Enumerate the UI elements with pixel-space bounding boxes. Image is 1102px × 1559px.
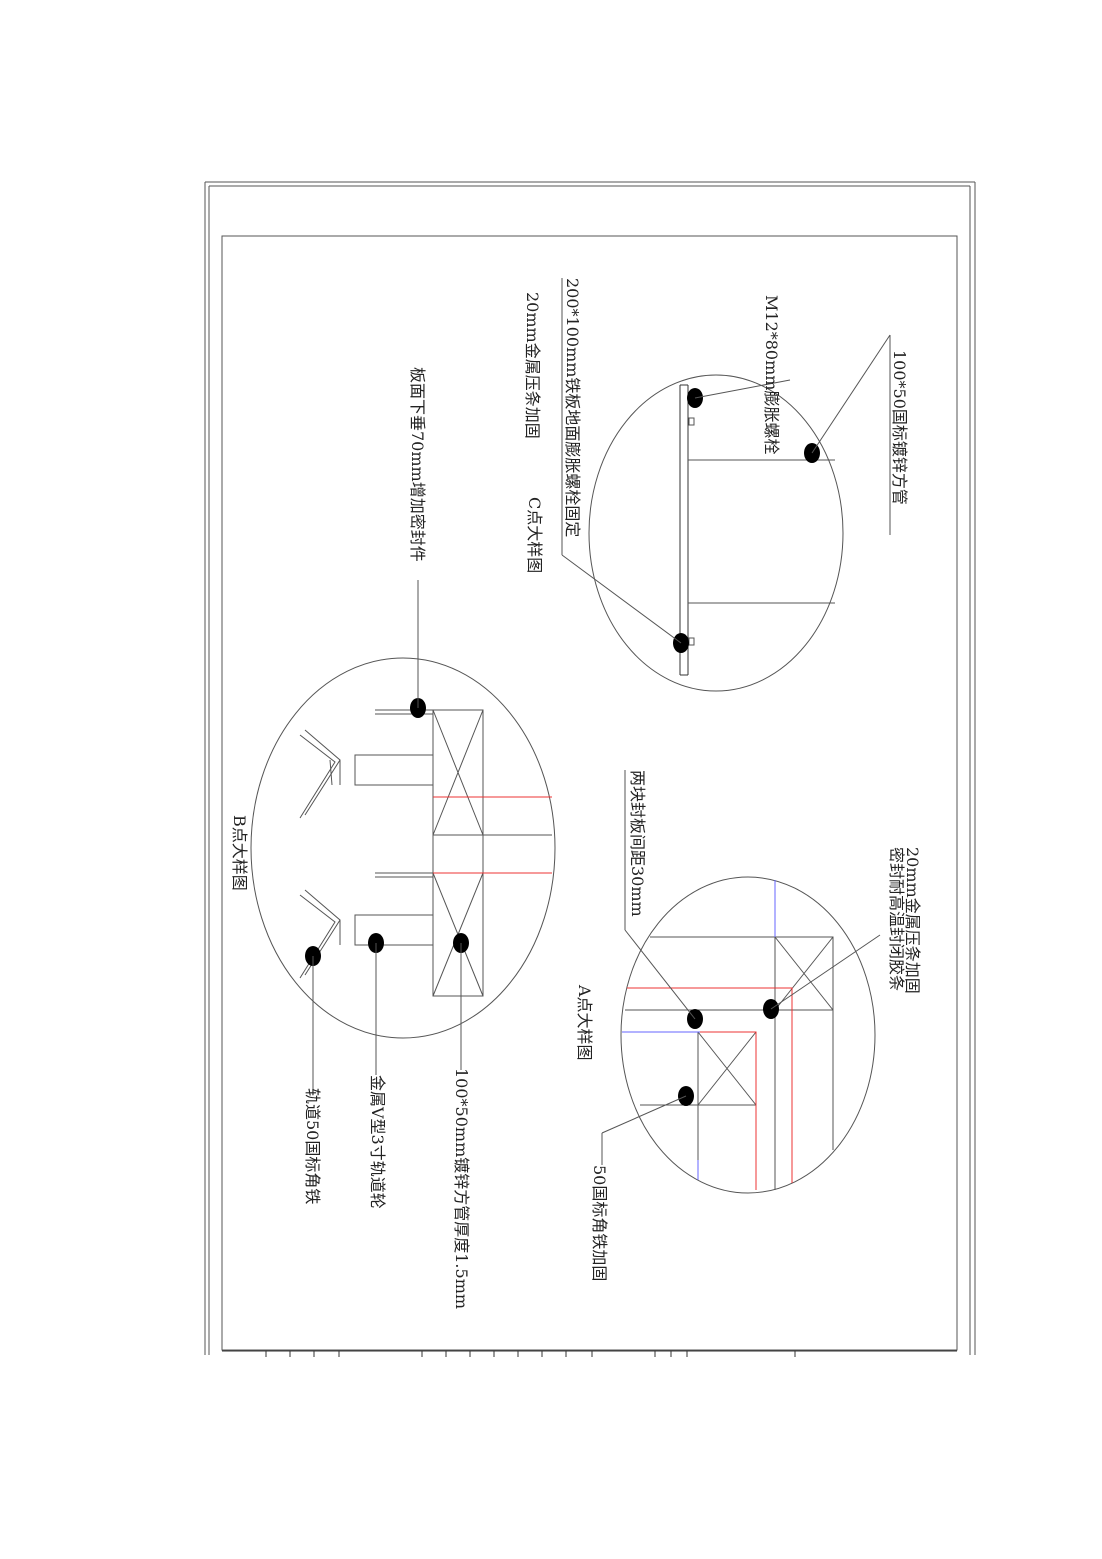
label-c-square-tube: 100*50国标镀锌方管 — [890, 350, 909, 505]
detail-a-title: A点大样图 — [575, 984, 594, 1061]
label-b-rail: 轨道50国标角铁 — [303, 1088, 322, 1204]
detail-c — [561, 278, 891, 692]
label-a-gap: 两块封板间距30mm — [628, 770, 647, 917]
detail-b — [250, 580, 556, 1090]
label-b-tube: 100*50mm镀锌方管厚度1.5mm — [452, 1068, 471, 1309]
detail-c-title: C点大样图 — [525, 497, 544, 573]
label-c-plate: 200*100mm铁板地面膨胀螺栓固定 — [563, 278, 582, 537]
label-a-angle: 50国标角铁加固 — [590, 1165, 609, 1281]
label-b-seal: 板面下垂70mm增加密封件 — [408, 367, 427, 562]
label-b-wheel: 金属V型3寸轨道轮 — [368, 1075, 387, 1209]
labels: 100*50国标镀锌方管 M12*80mm膨胀螺栓 200*100mm铁板地面膨… — [230, 278, 922, 1309]
label-c-bolt: M12*80mm膨胀螺栓 — [762, 295, 781, 454]
title-block-ticks — [265, 1351, 796, 1357]
label-a-strip: 20mm金属压条加固 — [903, 847, 922, 994]
detail-a — [601, 770, 881, 1194]
label-a-gasket: 密封耐高温封闭胶条 — [887, 847, 906, 991]
label-c-strip: 20mm金属压条加固 — [523, 292, 542, 439]
sheet-frame — [204, 181, 976, 1355]
detail-b-title: B点大样图 — [230, 815, 249, 891]
